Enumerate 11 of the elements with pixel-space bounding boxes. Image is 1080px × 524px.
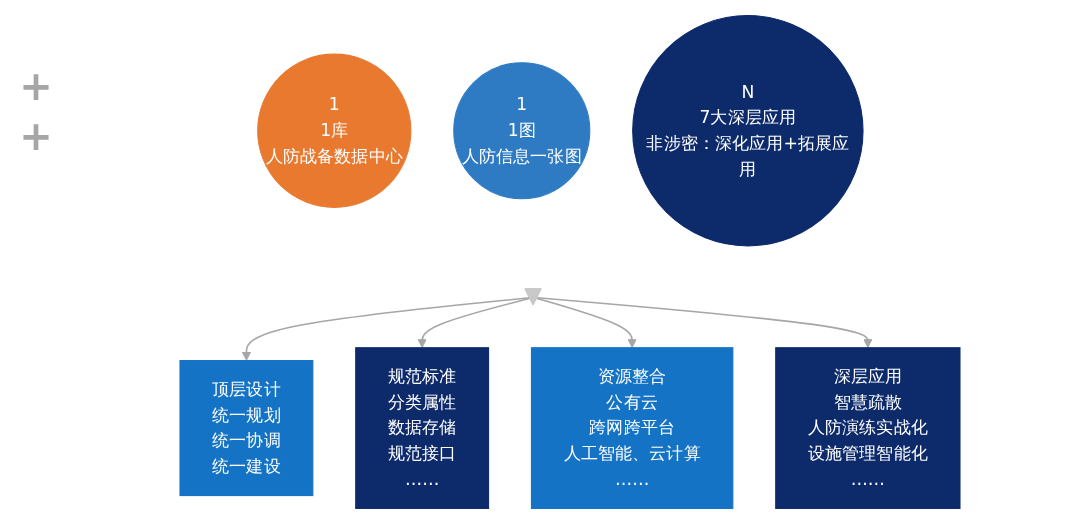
node-circle: N 7大深层应用 非涉密：深化应用+拓展应用 <box>632 15 864 247</box>
node-circle: 1 1图 人防信息一张图 <box>453 62 591 200</box>
node-box: 资源整合 公有云 跨网跨平台 人工智能、云计算 …… <box>530 347 734 509</box>
node-box: 顶层设计 统一规划 统一协调 统一建设 <box>179 360 314 497</box>
node-circle: 1 1库 人防战备数据中心 <box>257 53 412 208</box>
arrow <box>536 296 873 349</box>
node-box: 深层应用 智慧疏散 人防演练实战化 设施管理智能化 …… <box>775 347 961 509</box>
node-box: 规范标准 分类属性 数据存储 规范接口 …… <box>355 347 490 509</box>
plus-sign: + <box>19 66 53 106</box>
arrow <box>536 297 637 349</box>
plus-sign: + <box>19 116 53 156</box>
